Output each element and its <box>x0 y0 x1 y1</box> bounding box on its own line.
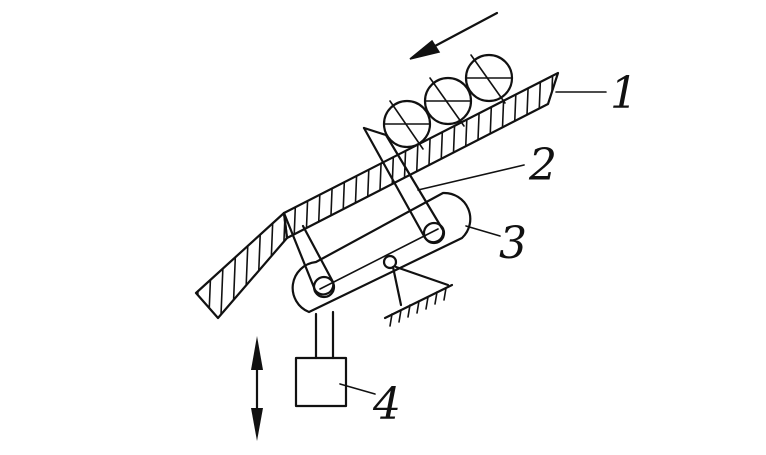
chute-hatching-lower <box>196 213 287 318</box>
double-arrow-vertical-icon <box>251 336 263 441</box>
hatch-line <box>231 213 245 318</box>
ball <box>423 76 473 127</box>
actuator <box>294 310 348 408</box>
lever-bar <box>291 191 472 314</box>
hatch-line <box>445 73 459 238</box>
hatch-line <box>349 73 363 238</box>
hatch-line <box>207 213 221 318</box>
hatch-line <box>243 213 257 318</box>
label-lever: 3 <box>499 218 527 269</box>
label-pusher: 2 <box>528 140 557 191</box>
hatch-line <box>196 213 209 318</box>
hatch-line <box>385 73 399 238</box>
hatch-line <box>469 73 483 238</box>
hatch-line <box>493 73 507 238</box>
label-chute: 1 <box>610 68 638 119</box>
hatch-line <box>301 73 315 238</box>
label-actuator: 4 <box>372 379 401 430</box>
leader-lines <box>339 91 607 395</box>
hatch-line <box>373 73 387 238</box>
arrow-down-left-icon <box>409 11 499 60</box>
ball <box>382 99 432 150</box>
hatch-line <box>219 213 233 318</box>
pusher-rod-lower <box>282 211 336 299</box>
hatch-line <box>267 213 281 318</box>
hatch-line <box>361 73 375 238</box>
ground-hatch-icon <box>383 283 454 327</box>
pusher-rod-upper <box>362 126 446 245</box>
ball <box>464 53 514 104</box>
pivot-support <box>382 254 454 327</box>
hatch-line <box>289 73 303 238</box>
ball-row <box>382 53 514 150</box>
hatch-line <box>279 213 287 318</box>
hatch-line <box>255 213 269 318</box>
